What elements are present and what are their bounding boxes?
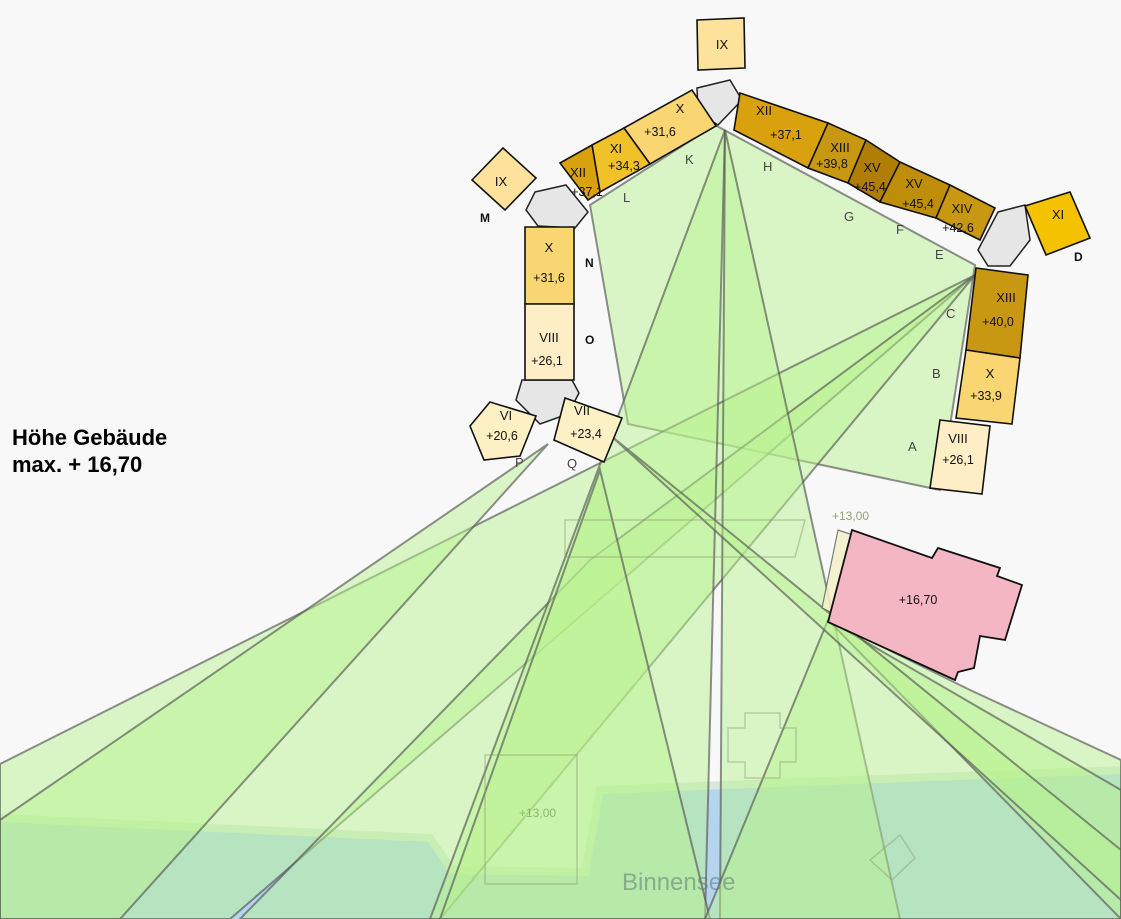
value-XII-l: +37,1: [571, 185, 603, 199]
node-d: [977, 204, 1031, 267]
edge-letter-F: F: [896, 222, 904, 237]
value-XIII-g: +39,8: [816, 157, 848, 171]
block-XIII-c: [965, 267, 1029, 359]
edge-letter-M: M: [480, 211, 490, 225]
value-VIII-a: +26,1: [942, 453, 974, 467]
label-XI-l: XI: [610, 141, 622, 156]
edge-letter-K: K: [685, 152, 694, 167]
edge-letter-H: H: [763, 159, 772, 174]
block-X-b: [955, 349, 1021, 425]
edge-letter-N: N: [585, 256, 594, 270]
value-XIII-c: +40,0: [982, 315, 1014, 329]
label-XV-f: XV: [905, 176, 923, 191]
block-XII-l: [558, 143, 601, 202]
sight-cones: [0, 123, 1121, 919]
value-VI-p: +20,6: [486, 429, 518, 443]
cone-long-left: [0, 274, 976, 919]
cone-q-right: [609, 434, 1121, 902]
existing-buildings: [484, 519, 916, 885]
tower-blocks: [469, 17, 1092, 495]
label-IX-top: IX: [716, 37, 729, 52]
water-shoreline: [0, 766, 1121, 877]
value-X-n: +31,6: [533, 271, 565, 285]
faint-height-1300-a: +13,00: [832, 509, 869, 523]
value-X-k: +31,6: [644, 125, 676, 139]
block-VIII-o: [524, 303, 575, 381]
edge-letter-G: G: [844, 209, 854, 224]
block-IX-top: [696, 17, 746, 71]
cone-q-down: [438, 466, 712, 919]
edge-letter-P: P: [515, 455, 524, 470]
cone-p-left: [0, 443, 549, 919]
faint-building-low: [484, 754, 578, 885]
label-X-k: X: [676, 101, 685, 116]
faint-height-1300-b: +13,00: [519, 806, 556, 820]
cone-c-to-left: [238, 274, 976, 919]
water-name-label: Binnensee: [622, 869, 735, 896]
value-XV-f: +45,4: [902, 197, 934, 211]
label-VIII-a: VIII: [948, 431, 968, 446]
value-X-b: +33,9: [970, 389, 1002, 403]
legend-max-height: max. + 16,70: [12, 452, 143, 477]
label-XV-g: XV: [863, 160, 881, 175]
value-VIII-o: +26,1: [531, 354, 563, 368]
legend-title: Höhe Gebäude: [12, 425, 168, 450]
value-XII-h: +37,1: [770, 128, 802, 142]
building-height-legend: Höhe Gebäude max. + 16,70: [12, 424, 167, 478]
faint-building-cross: [727, 712, 797, 779]
value-XI-l: +34,3: [608, 159, 640, 173]
edge-letters: A B C D E F G H K L M N O P Q: [480, 152, 1083, 471]
edge-letter-B: B: [932, 366, 941, 381]
block-VII-q: [553, 396, 624, 464]
value-XV-g: +45,4: [854, 180, 886, 194]
edge-letter-Q: Q: [567, 456, 577, 471]
cone-building-right: [827, 619, 1121, 919]
label-VII-q: VII: [574, 403, 590, 418]
label-XII-l: XII: [570, 165, 586, 180]
label-VIII-o: VIII: [539, 330, 559, 345]
edge-letter-D: D: [1074, 250, 1083, 264]
block-XIV-e: [934, 183, 997, 242]
water-body: [0, 770, 1121, 919]
value-XIV-e: +42,6: [942, 221, 974, 235]
cone-building-fan: [703, 618, 1121, 919]
label-XIV-e: XIV: [952, 201, 973, 216]
edge-letter-A: A: [908, 439, 917, 454]
edge-letter-L: L: [623, 190, 630, 205]
block-XI-d: [1023, 191, 1092, 257]
edge-letter-E: E: [935, 247, 944, 262]
block-VI-p: [469, 401, 538, 461]
cone-h-down: [718, 129, 902, 919]
block-X-n: [524, 226, 575, 305]
label-XIII-c: XIII: [996, 290, 1016, 305]
label-X-b: X: [986, 366, 995, 381]
faint-building-mid: [564, 519, 806, 558]
label-XI-d: XI: [1052, 207, 1064, 222]
block-IX-m: [470, 146, 538, 212]
edge-letter-C: C: [946, 306, 955, 321]
label-IX-m: IX: [495, 174, 508, 189]
cone-k-down: [428, 129, 726, 919]
label-XIII-g: XIII: [830, 140, 850, 155]
value-VII-q: +23,4: [570, 427, 602, 441]
block-labels: IX X +31,6 XI +34,3 XII +37,1 IX X +31,6…: [486, 37, 1064, 467]
label-XII-h: XII: [756, 103, 772, 118]
faint-boat-shape: [868, 833, 916, 882]
node-m: [525, 184, 589, 229]
new-building: [826, 528, 1024, 682]
block-VIII-a: [929, 419, 991, 495]
edge-letter-O: O: [585, 333, 594, 347]
label-X-n: X: [545, 240, 554, 255]
new-building-height: +16,70: [899, 593, 938, 607]
label-VI-p: VI: [500, 408, 512, 423]
